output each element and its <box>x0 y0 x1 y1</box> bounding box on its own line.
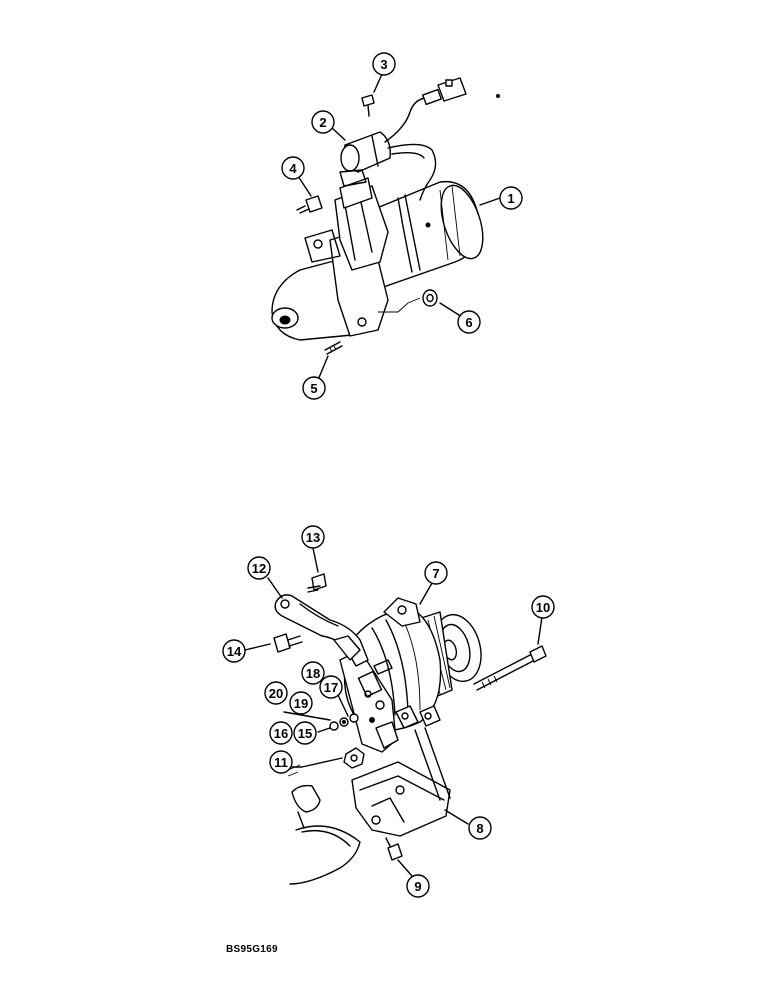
callout-4: 4 <box>281 156 305 180</box>
callout-16-label: 16 <box>274 726 288 741</box>
engine-block-fragment <box>287 764 361 885</box>
callout-5-label: 5 <box>310 381 317 396</box>
callout-12-label: 12 <box>252 561 266 576</box>
callout-2-label: 2 <box>319 115 326 130</box>
callout-17-label: 17 <box>324 680 338 695</box>
adjusting-strap <box>274 594 369 667</box>
callout-6: 6 <box>457 310 481 334</box>
callout-5: 5 <box>302 376 326 400</box>
callout-1-label: 1 <box>507 191 514 206</box>
callout-13-label: 13 <box>306 530 320 545</box>
callout-11: 11 <box>269 750 293 774</box>
callout-10: 10 <box>531 595 555 619</box>
starter-motor <box>271 77 500 355</box>
fasteners <box>273 573 403 861</box>
callout-7: 7 <box>424 561 448 585</box>
callout-3: 3 <box>372 52 396 76</box>
callout-16: 16 <box>269 721 293 745</box>
callout-6-label: 6 <box>465 315 472 330</box>
callout-15-label: 15 <box>298 726 312 741</box>
callout-3-label: 3 <box>380 57 387 72</box>
alternator-leader-lines <box>244 547 543 877</box>
callout-9-label: 9 <box>414 879 421 894</box>
mounting-bracket <box>351 727 451 837</box>
callout-10-label: 10 <box>536 600 550 615</box>
callout-19-label: 19 <box>294 696 308 711</box>
figure-reference-label: BS95G169 <box>226 944 278 955</box>
callout-14-label: 14 <box>227 644 242 659</box>
callout-19: 19 <box>289 691 313 715</box>
callout-8-label: 8 <box>476 821 483 836</box>
callout-18: 18 <box>301 661 325 685</box>
callout-15: 15 <box>293 721 317 745</box>
callout-18-label: 18 <box>306 666 320 681</box>
callout-2: 2 <box>311 110 335 134</box>
callout-17: 17 <box>319 675 343 699</box>
callout-1: 1 <box>499 186 523 210</box>
callout-20-label: 20 <box>269 686 283 701</box>
callout-13: 13 <box>301 525 325 549</box>
callout-8: 8 <box>468 816 492 840</box>
callout-4-label: 4 <box>289 161 297 176</box>
starter-leader-lines <box>297 73 501 381</box>
callout-14: 14 <box>222 639 246 663</box>
through-bolt <box>473 645 547 691</box>
callout-12: 12 <box>247 556 271 580</box>
callout-11-label: 11 <box>274 755 288 770</box>
alternator <box>339 597 482 753</box>
callout-7-label: 7 <box>432 566 439 581</box>
callout-9: 9 <box>406 874 430 898</box>
callout-20: 20 <box>264 681 288 705</box>
